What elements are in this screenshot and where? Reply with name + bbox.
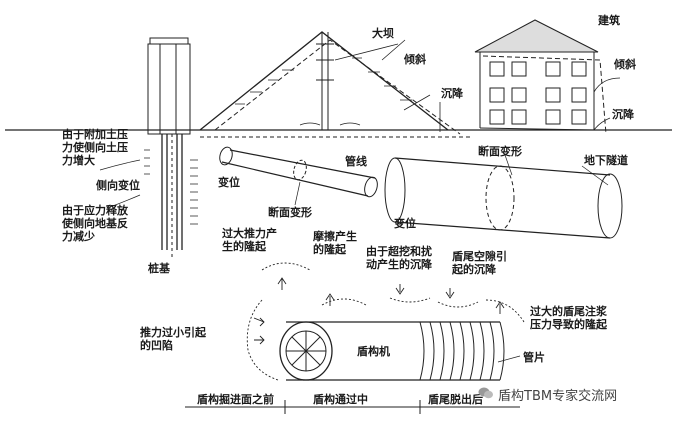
label-settle-tail-void: 盾尾空隙引 起的沉降 [452,250,507,276]
pipeline-drawing [219,146,378,206]
label-underground-tunnel: 地下隧道 [584,154,628,167]
label-pile-increase: 由于附加土压 力使侧向土压 力增大 [62,128,128,167]
label-pile-decrease: 由于应力释放 使侧向地基反 力减少 [62,204,128,243]
label-dam: 大坝 [372,27,394,40]
label-tunnel-displacement: 变位 [394,217,416,230]
shield-drawing [279,321,521,381]
label-shield-machine: 盾构机 [357,345,390,358]
label-pipe-section-change: 断面变形 [268,206,312,219]
label-pile-lateral: 侧向变位 [96,179,140,192]
label-tilt-building: 倾斜 [614,58,636,71]
pile-drawing [99,37,198,260]
label-heave-thrust: 过大推力产 生的隆起 [222,227,277,253]
label-pipeline: 管线 [345,155,367,168]
building-drawing [474,19,621,135]
wechat-icon [478,387,493,399]
label-sink-small-thrust: 推力过小引起 的凹陷 [140,326,206,352]
tunnel-drawing [384,154,623,239]
watermark-text: 盾构TBM专家交流网 [498,389,618,404]
label-heave-friction: 摩擦产生 的隆起 [313,230,357,256]
label-stage-before: 盾构掘进面之前 [197,393,274,406]
label-stage-passing: 盾构通过中 [313,393,368,406]
label-segment: 管片 [523,351,545,364]
label-settle-building: 沉降 [612,108,634,121]
label-settle-dam: 沉降 [441,87,463,100]
label-tunnel-section-change: 断面变形 [478,145,522,158]
label-tilt-dam: 倾斜 [404,53,426,66]
label-building: 建筑 [598,14,620,27]
label-pipe-displacement: 变位 [218,176,240,189]
label-pile-foundation: 桩基 [148,262,170,275]
dam-drawing [199,31,461,135]
label-heave-grouting: 过大的盾尾注浆 压力导致的隆起 [530,305,607,331]
ground-movement-arcs [246,262,525,381]
label-settle-overcut: 由于超挖和扰 动产生的沉降 [366,245,432,271]
label-stage-tail: 盾尾脱出后 [428,393,483,406]
